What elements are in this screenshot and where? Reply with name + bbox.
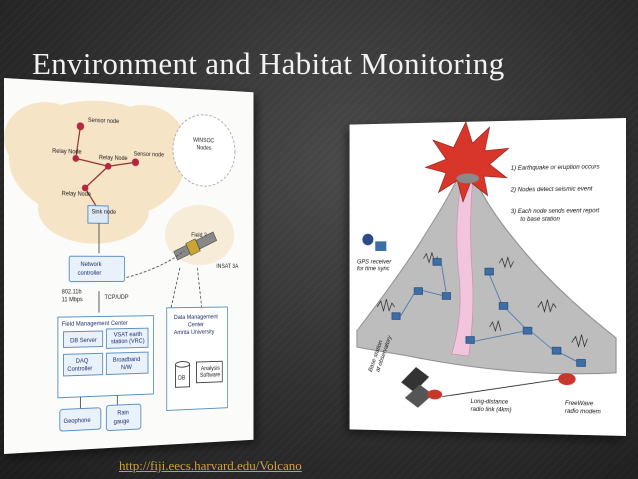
volcano-shape <box>357 178 616 374</box>
magma-conduit <box>452 182 473 356</box>
field2-cloud <box>164 204 235 266</box>
sensor-field-cloud <box>4 96 185 245</box>
crater <box>456 173 480 184</box>
label-relay-node-1: Relay Node <box>52 149 82 156</box>
sensor-node-icon <box>466 337 475 344</box>
laptop-icon <box>401 366 433 409</box>
architecture-svg: WINSOC Nodes Field 2 Sensor node Relay N… <box>4 96 238 454</box>
step-3-line-2: to base station <box>520 215 560 222</box>
label-broadband-nw: N/W <box>121 364 132 371</box>
label-gauge: gauge <box>114 418 130 426</box>
label-radio-2: radio link (4km) <box>471 406 512 414</box>
sensor-node-icon <box>433 259 441 266</box>
label-db: DB <box>178 376 185 382</box>
label-insat: INSAT 3A <box>216 264 238 270</box>
winsoc-cloud <box>173 113 235 187</box>
label-freewave-2: radio modem <box>565 408 601 416</box>
label-gps-2: for time sync <box>357 265 390 272</box>
label-radio-1: Long-distance <box>471 398 509 406</box>
label-relay-node-2: Relay Node <box>99 155 128 162</box>
label-gps-1: GPS receiver <box>357 259 392 266</box>
vsat-box <box>106 328 148 348</box>
label-relay-node-3: Relay Node <box>62 191 92 198</box>
freewave-modem-icon <box>558 373 576 386</box>
label-vsat-2: station (VRC) <box>111 338 145 346</box>
label-analysis-1: Analysis <box>201 366 220 372</box>
label-freewave-1: FreeWave <box>565 400 594 408</box>
explosion-icon <box>425 121 508 203</box>
sensor-node-icon <box>81 184 89 192</box>
database-icon <box>176 361 190 387</box>
sensor-node-icon <box>76 122 85 131</box>
label-vsat-1: VSAT earth <box>114 331 143 338</box>
geophone-box <box>60 408 101 431</box>
slide-title: Environment and Habitat Monitoring <box>32 46 505 81</box>
network-controller-box <box>69 256 124 281</box>
sensor-node-icon <box>485 268 494 275</box>
label-rain: Rain <box>117 409 129 416</box>
winsoc-label-2: Nodes <box>196 145 211 151</box>
label-dmc-2: Center <box>188 321 204 328</box>
label-tcp-udp: TCP/UDP <box>105 295 129 301</box>
volcano-monitoring-diagram: 1) Earthquake or eruption occurs 2) Node… <box>349 118 626 436</box>
field-management-center-box <box>58 316 154 398</box>
radio-link-line <box>442 377 561 399</box>
field2-label: Field 2 <box>191 233 207 239</box>
source-link[interactable]: http://fiji.eecs.harvard.edu/Volcano <box>119 458 302 473</box>
label-sink-node: Sink node <box>92 210 117 216</box>
label-geophone: Geophone <box>64 417 92 425</box>
label-daq-controller: Controller <box>67 365 92 373</box>
label-db-server: DB Server <box>70 337 97 345</box>
step-1: 1) Earthquake or eruption occurs <box>511 163 600 172</box>
label-dmc-3: Amrita University <box>174 329 215 337</box>
label-analysis-2: Software <box>200 372 221 378</box>
label-dmc-1: Data Management <box>174 314 218 321</box>
network-architecture-diagram: WINSOC Nodes Field 2 Sensor node Relay N… <box>4 78 254 454</box>
step-3-line-1: 3) Each node sends event report <box>511 207 600 215</box>
sensor-node-icon <box>392 313 400 320</box>
label-link-spec-1: 802.11b <box>62 289 83 295</box>
label-link-spec-2: 11 Mbps <box>62 297 83 303</box>
sensor-node-icon <box>72 154 80 162</box>
label-daq: DAQ <box>76 358 89 365</box>
label-network: Network <box>80 261 102 268</box>
broadband-box <box>106 352 148 374</box>
sensor-node-icon <box>414 288 422 295</box>
winsoc-label-1: WINSOC <box>193 138 215 145</box>
gps-receiver-icon <box>362 233 387 252</box>
label-controller: controller <box>78 270 102 277</box>
db-server-box <box>64 331 103 348</box>
step-2: 2) Nodes detect seismic event <box>510 185 593 193</box>
data-management-center-box <box>167 307 228 410</box>
radio-modem-icon <box>427 389 443 400</box>
sensor-node-icon <box>442 293 450 300</box>
volcano-svg: 1) Earthquake or eruption occurs 2) Node… <box>350 118 626 416</box>
sensor-node-icon <box>577 359 586 366</box>
daq-controller-box <box>64 353 103 376</box>
sensor-node-icon <box>499 303 508 310</box>
label-broadband: Broadband <box>113 356 141 364</box>
sensor-node-icon <box>523 327 532 334</box>
sensor-node-icon <box>552 347 561 354</box>
seismic-node-icons <box>392 258 586 366</box>
sink-node-box <box>88 206 108 224</box>
label-sensor-node-right: Sensor node <box>134 152 165 159</box>
label-sensor-node-top: Sensor node <box>88 118 120 125</box>
rain-gauge-box <box>106 404 141 431</box>
label-fmc: Field Management Center <box>62 320 128 328</box>
